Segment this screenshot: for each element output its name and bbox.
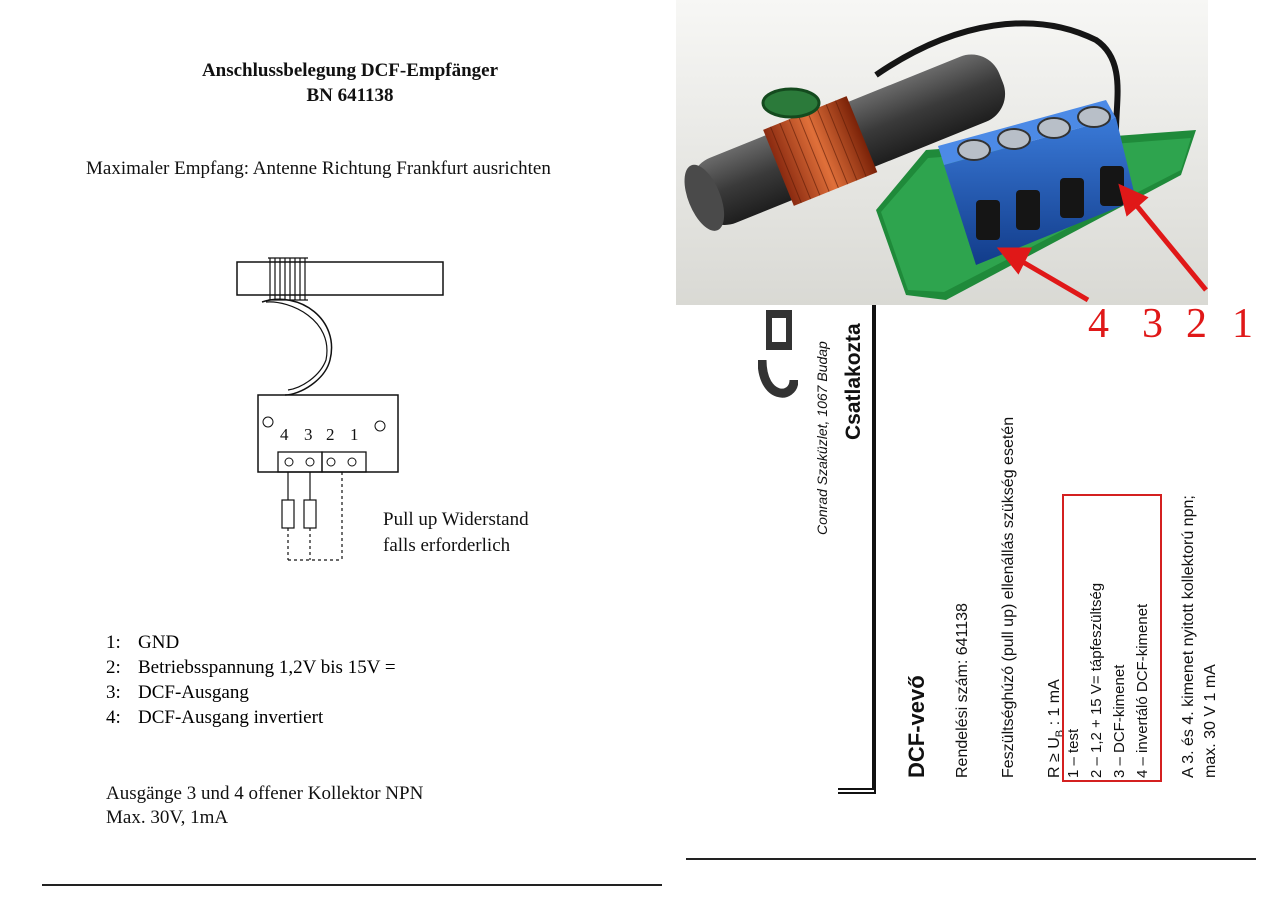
conrad-logo-icon [758, 310, 798, 398]
order-number: Rendelési szám: 641138 [954, 603, 971, 778]
sheet-bottom-rule [686, 858, 1256, 860]
hu-pin-3: 3 – DCF-kimenet [1111, 664, 1128, 778]
pullup-note-1: Pull up Widerstand [383, 509, 529, 530]
reception-instruction: Maximaler Empfang: Antenne Richtung Fran… [86, 158, 551, 179]
pin-arrows [996, 183, 1208, 303]
ferrite-rod-photo [684, 54, 1006, 231]
header-title: Csatlakozta [842, 323, 865, 440]
pin-row-1: 1:GND [106, 632, 180, 653]
ferrite-rod [236, 261, 444, 296]
module-photo [676, 0, 1208, 305]
pullup-note-2: falls erforderlich [383, 535, 511, 556]
hu-outputs-1: A 3. és 4. kimenet nyitott kollektorú np… [1180, 495, 1197, 778]
title-line-1: Anschlussbelegung DCF-Empfänger [201, 60, 499, 81]
pullup-note: Feszültséghúzó (pull up) ellenállás szük… [1000, 416, 1017, 778]
pin-list-highlight-box [1062, 494, 1162, 782]
mount-hole-left [262, 416, 274, 428]
pin-label-4: 4 [280, 425, 289, 444]
outputs-note-2: Max. 30V, 1mA [106, 807, 229, 828]
document-title: DCF-vevő [904, 675, 929, 778]
photo-pin-2: 2 [1186, 301, 1207, 347]
outputs-note-1: Ausgänge 3 und 4 offener Kollektor NPN [106, 783, 424, 804]
pullup-resistors [281, 472, 343, 561]
hu-pin-4: 4 – invertáló DCF-kimenet [1134, 603, 1151, 778]
coil-lead [261, 298, 333, 396]
pin-label-1: 1 [350, 425, 359, 444]
title-line-2: BN 641138 [306, 85, 394, 106]
pin-label-2: 2 [326, 425, 335, 444]
antenna-schematic [236, 257, 444, 561]
hu-outputs-2: max. 30 V 1 mA [1202, 664, 1219, 778]
pin-assignment-list: 1:GND 2:Betriebsspannung 1,2V bis 15V = … [106, 632, 396, 732]
shop-address: Conrad Szaküzlet, 1067 Budap [814, 341, 830, 535]
photo-pin-4: 4 [1088, 301, 1109, 347]
capacitor [761, 87, 821, 119]
photo-pin-1: 1 [1232, 301, 1253, 347]
antenna-cable [874, 20, 1121, 131]
hu-pin-2: 2 – 1,2 + 15 V= tápfeszültség [1088, 582, 1105, 778]
sheet-bottom-edge [42, 884, 662, 886]
terminal-block-photo [938, 100, 1136, 265]
pin-label-3: 3 [304, 425, 313, 444]
pin-row-4: 4:DCF-Ausgang invertiert [106, 707, 324, 728]
hu-pin-1: 1 – test [1065, 728, 1082, 778]
photo-pin-3: 3 [1142, 301, 1163, 347]
antenna-coil [268, 257, 308, 301]
pin-row-2: 2:Betriebsspannung 1,2V bis 15V = [106, 657, 396, 678]
dcf-module-illustration [676, 0, 1208, 305]
pin-row-3: 3:DCF-Ausgang [106, 682, 249, 703]
terminal-block-b [321, 451, 367, 473]
mount-hole-right [374, 420, 386, 432]
german-datasheet: Anschlussbelegung DCF-Empfänger BN 64113… [42, 60, 662, 886]
